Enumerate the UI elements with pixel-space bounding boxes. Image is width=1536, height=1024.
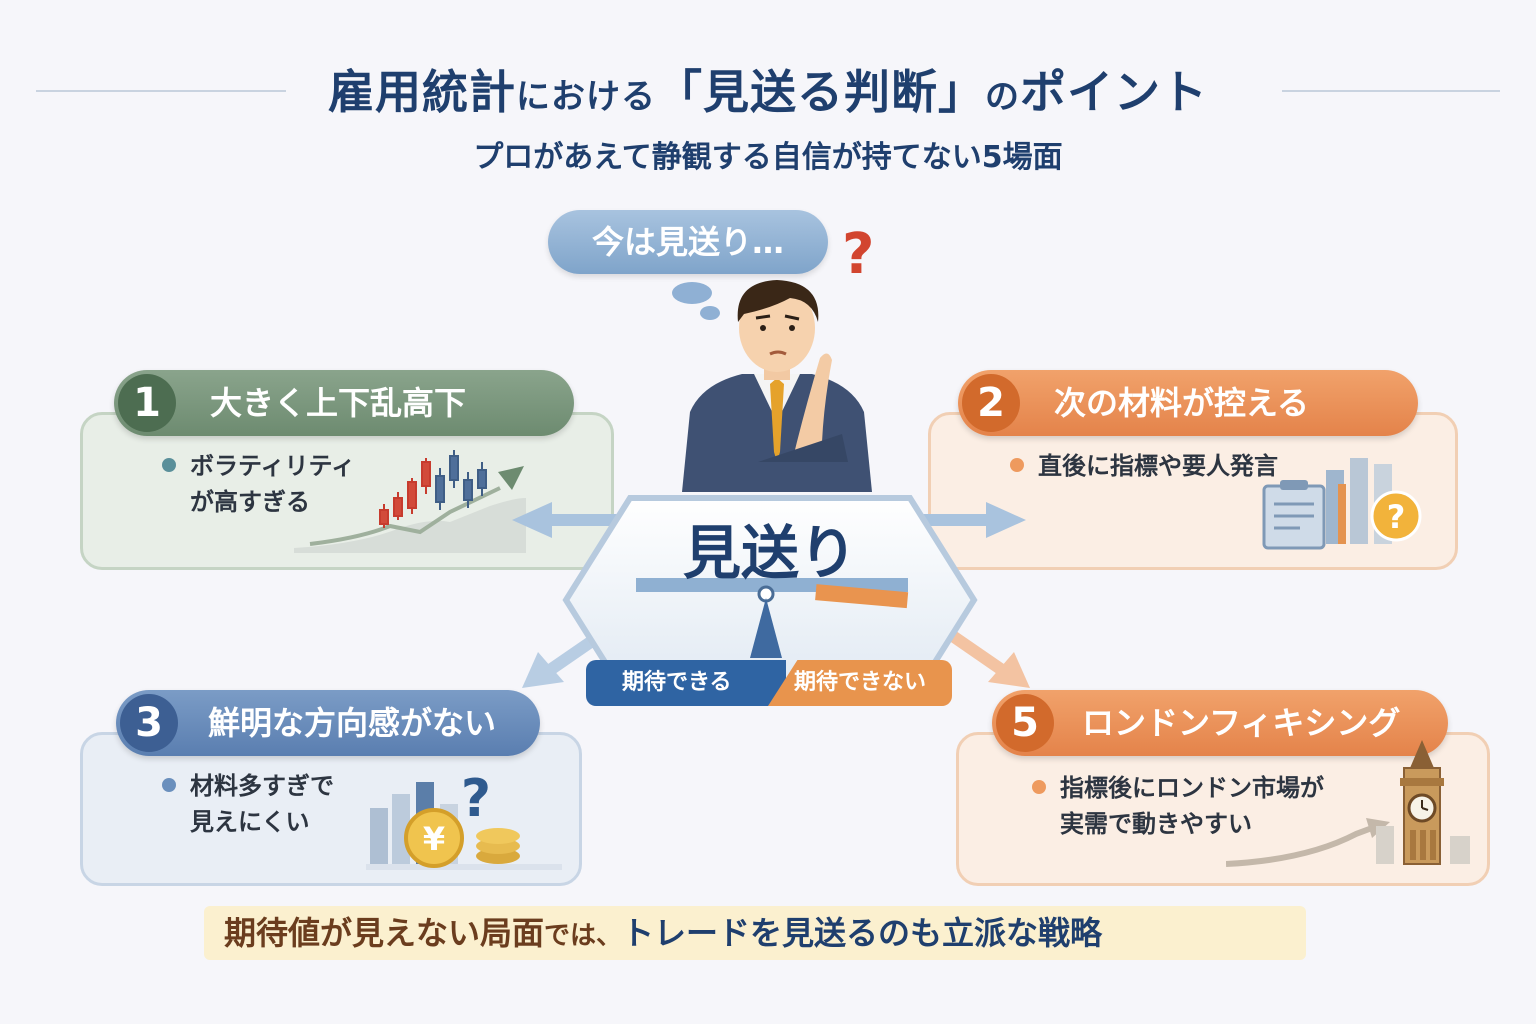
- clipboard-chart-icon: ?: [1262, 458, 1422, 550]
- card-3-text: 材料多すぎで 見えにくい: [162, 768, 334, 840]
- card-1-title: 大きく上下乱高下: [210, 384, 467, 422]
- card-5-number: 5: [996, 694, 1054, 752]
- question-mark-icon: ?: [842, 222, 875, 287]
- thought-dot-small: [700, 306, 720, 320]
- card-1-text: ボラティリティ が高すぎる: [162, 448, 355, 520]
- card-3-title: 鮮明な方向感がない: [208, 704, 497, 742]
- title-rule-left: [36, 90, 286, 92]
- card-1-header: 1 大きく上下乱高下: [114, 370, 574, 436]
- card-3-question-mark: ?: [461, 770, 491, 829]
- label-expected: 期待できる: [586, 660, 786, 706]
- bullet-icon: [1010, 458, 1024, 472]
- conclusion-text: 期待値が見えない局面では、トレードを見送るのも立派な戦略: [224, 914, 1103, 952]
- card-2-number: 2: [962, 374, 1020, 432]
- card-1-number: 1: [118, 374, 176, 432]
- thought-bubble: 今は見送り…: [548, 210, 828, 274]
- card-2-text: 直後に指標や要人発言: [1010, 448, 1278, 484]
- label-not-expected: 期待できない: [768, 660, 952, 706]
- card-5-header: 5 ロンドンフィキシング: [992, 690, 1448, 756]
- bullet-icon: [162, 458, 176, 472]
- center-keyword: 見送り: [682, 519, 857, 587]
- card-5-text: 指標後にロンドン市場が 実需で動きやすい: [1032, 770, 1324, 842]
- card-3-header: 3 鮮明な方向感がない: [116, 690, 540, 756]
- candlestick-chart-icon: [294, 450, 526, 553]
- card-3-number: 3: [120, 694, 178, 752]
- bullet-icon: [1032, 780, 1046, 794]
- page-title: 雇用統計における「見送る判断」のポイント: [328, 65, 1208, 119]
- yen-symbol: ¥: [423, 820, 445, 858]
- big-ben-icon: [1226, 740, 1470, 867]
- thought-dot-large: [672, 282, 712, 304]
- yen-coin-chart-icon: ? ¥: [366, 770, 562, 870]
- card-2-header: 2 次の材料が控える: [958, 370, 1418, 436]
- businessman-illustration: [682, 280, 872, 492]
- card-2-title: 次の材料が控える: [1054, 384, 1310, 422]
- card-5-title: ロンドンフィキシング: [1082, 704, 1401, 742]
- conclusion-banner: 期待値が見えない局面では、トレードを見送るのも立派な戦略: [204, 906, 1306, 960]
- page-subtitle: プロがあえて静観する自信が持てない5場面: [473, 140, 1063, 175]
- title-rule-right: [1282, 90, 1500, 92]
- card-2-question-mark: ?: [1387, 498, 1406, 536]
- bullet-icon: [162, 778, 176, 792]
